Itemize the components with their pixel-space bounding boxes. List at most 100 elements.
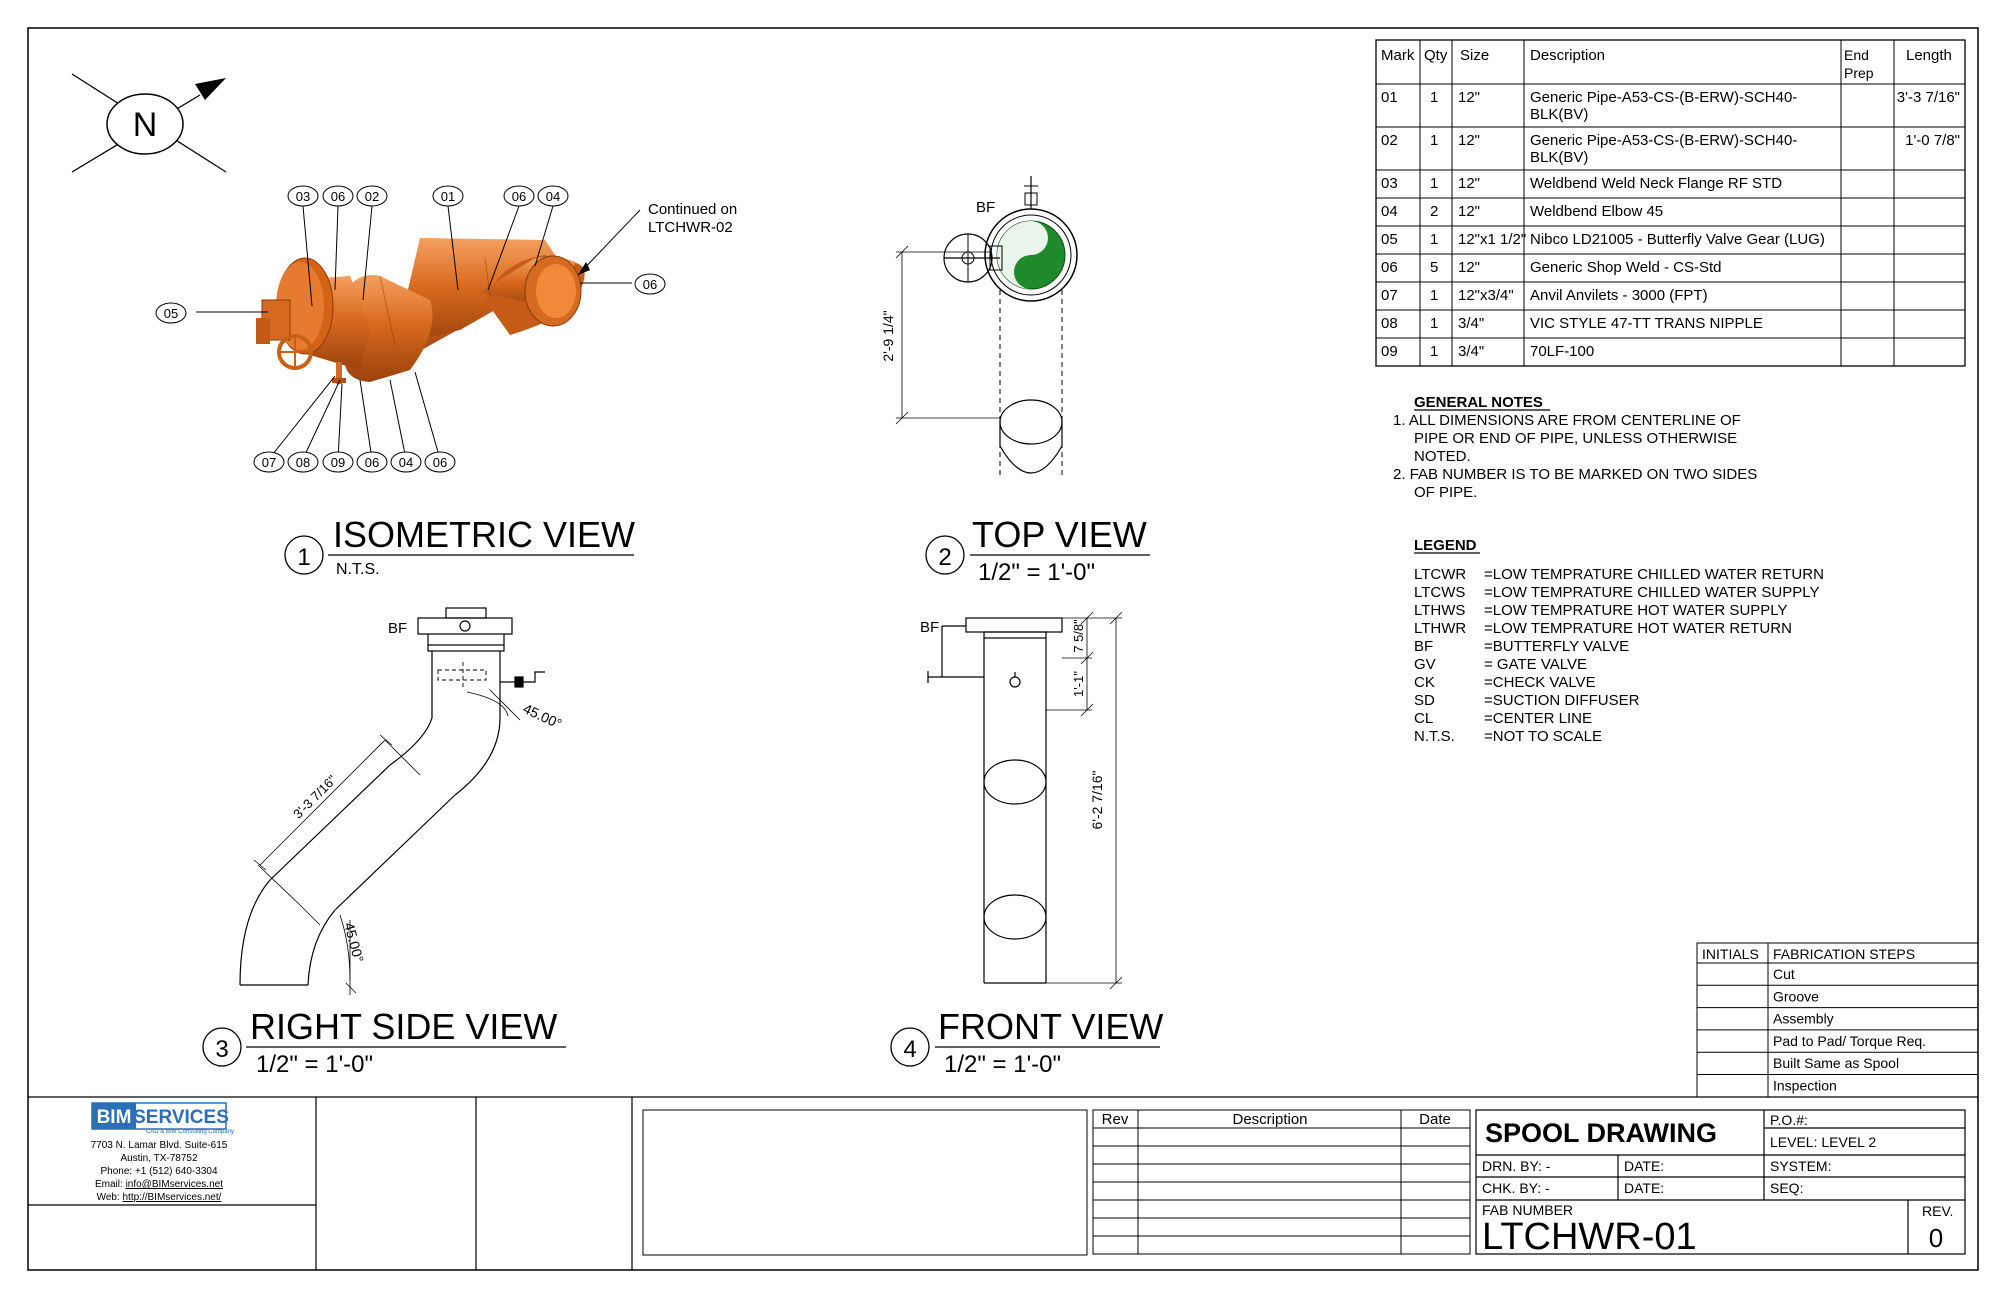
callout-right: 06 (643, 277, 657, 292)
bom-size: 3/4" (1458, 315, 1484, 332)
north-arrow: N (71, 73, 227, 173)
view-title-iso-text: ISOMETRIC VIEW (333, 514, 635, 555)
company-line-1: Austin, TX-78752 (120, 1153, 198, 1164)
view-scale-iso: N.T.S. (336, 561, 380, 578)
bom-qty: 1 (1430, 315, 1438, 332)
bom-mark: 09 (1381, 343, 1398, 360)
right-bf-label: BF (388, 620, 407, 637)
title-block (1475, 1109, 1966, 1255)
revision-table (1092, 1109, 1471, 1255)
bom-description: Generic Shop Weld - CS-Std (1530, 259, 1721, 276)
callout-bottom-0: 07 (262, 455, 276, 470)
front-view (927, 611, 1123, 990)
callout-top-0: 03 (296, 189, 310, 204)
front-bf-label: BF (920, 619, 939, 636)
bom-size: 12" (1458, 175, 1480, 192)
bom-size: 3/4" (1458, 343, 1484, 360)
bom-size: 12"x3/4" (1458, 287, 1514, 304)
company-email[interactable]: info@BIMservices.net (126, 1179, 224, 1190)
bom-length: 3'-3 7/16" (1897, 89, 1960, 106)
legend-def: =CENTER LINE (1484, 710, 1592, 727)
bom-qty: 2 (1430, 203, 1438, 220)
note-line-1: PIPE OR END OF PIPE, UNLESS OTHERWISE (1414, 430, 1737, 447)
web-label: Web: (97, 1192, 123, 1203)
callout-bottom-5: 06 (433, 455, 447, 470)
legend-def: =LOW TEMPRATURE CHILLED WATER SUPPLY (1484, 584, 1819, 601)
bom-description: Generic Pipe-A53-CS-(B-ERW)-SCH40- (1530, 89, 1797, 106)
rev-header-rev: Rev (1102, 1111, 1129, 1128)
title-block-title: SPOOL DRAWING (1485, 1118, 1717, 1148)
fab-header-steps: FABRICATION STEPS (1773, 946, 1915, 962)
callout-bottom-3: 06 (365, 455, 379, 470)
callout-top-1: 06 (331, 189, 345, 204)
title-block-drn: DRN. BY: - (1482, 1158, 1551, 1174)
iso-handwheel (277, 334, 313, 370)
logo-tagline: CAD & BIM Consulting Company (146, 1129, 234, 1135)
right-dim-angle1: 45.00° (521, 700, 565, 732)
company-web[interactable]: http://BIMservices.net/ (123, 1192, 222, 1203)
rev-label: REV. (1922, 1203, 1953, 1219)
legend-def: =CHECK VALVE (1484, 674, 1596, 691)
right-dim-length: 3'-3 7/16" (290, 772, 340, 822)
svg-text:3: 3 (215, 1036, 228, 1063)
top-bf-label: BF (976, 199, 995, 216)
bom-header-length: Length (1906, 47, 1952, 64)
view-title-right-text: RIGHT SIDE VIEW (250, 1006, 557, 1047)
view-title-right: 3 RIGHT SIDE VIEW 1/2" = 1'-0" (202, 1006, 566, 1078)
bom-qty: 1 (1430, 89, 1438, 106)
note-line-3: 2. FAB NUMBER IS TO BE MARKED ON TWO SID… (1393, 466, 1757, 483)
bom-description: Generic Pipe-A53-CS-(B-ERW)-SCH40- (1530, 132, 1797, 149)
bom-description: BLK(BV) (1530, 149, 1588, 166)
callout-bottom-1: 08 (296, 455, 310, 470)
title-block-po: P.O.#: (1770, 1112, 1808, 1128)
iso-callouts-top: 03 06 02 01 06 04 05 06 (155, 185, 666, 324)
view-scale-front: 1/2" = 1'-0" (944, 1051, 1061, 1078)
legend-def: =SUCTION DIFFUSER (1484, 692, 1640, 709)
bom-description: Weldbend Weld Neck Flange RF STD (1530, 175, 1782, 192)
sheet-border (27, 27, 1979, 1271)
bom-mark: 01 (1381, 89, 1398, 106)
legend-def: =LOW TEMPRATURE CHILLED WATER RETURN (1484, 566, 1824, 583)
legend-abbr: LTCWR (1414, 566, 1466, 583)
company-line-2: Phone: +1 (512) 640-3304 (100, 1166, 217, 1177)
note-line-0: 1. ALL DIMENSIONS ARE FROM CENTERLINE OF (1393, 412, 1741, 429)
title-block-system: SYSTEM: (1770, 1158, 1831, 1174)
isometric-view: 03 06 02 01 06 04 05 06 07 08 09 06 (155, 185, 737, 473)
callout-top-4: 06 (512, 189, 526, 204)
rev-header-description: Description (1232, 1111, 1307, 1128)
title-block-seq: SEQ: (1770, 1180, 1803, 1196)
svg-text:Prep: Prep (1844, 65, 1874, 81)
bom-size: 12" (1458, 132, 1480, 149)
title-block-chk: CHK. BY: - (1482, 1180, 1550, 1196)
fab-number: LTCHWR-01 (1482, 1216, 1697, 1258)
logo-text-a: BIM (97, 1107, 132, 1128)
legend-def: = GATE VALVE (1484, 656, 1587, 673)
svg-text:2: 2 (938, 544, 951, 571)
top-dim-height: 2'-9 1/4" (880, 310, 896, 361)
bom-description: Nibco LD21005 - Butterfly Valve Gear (LU… (1530, 231, 1825, 248)
bom-mark: 03 (1381, 175, 1398, 192)
view-scale-right: 1/2" = 1'-0" (256, 1051, 373, 1078)
title-block-date1: DATE: (1624, 1158, 1664, 1174)
callout-top-2: 02 (365, 189, 379, 204)
legend-def: =NOT TO SCALE (1484, 728, 1602, 745)
view-title-top: 2 TOP VIEW 1/2" = 1'-0" (925, 514, 1150, 586)
fab-step: Inspection (1773, 1078, 1837, 1094)
note-line-4: OF PIPE. (1414, 484, 1477, 501)
view-title-front: 4 FRONT VIEW 1/2" = 1'-0" (890, 1006, 1163, 1078)
rev-value: 0 (1929, 1223, 1943, 1253)
legend-abbr: CL (1414, 710, 1433, 727)
bom-header-mark: Mark (1381, 47, 1415, 64)
front-dim-3: 6'-2 7/16" (1089, 770, 1105, 829)
email-label: Email: (95, 1179, 126, 1190)
legend-abbr: SD (1414, 692, 1435, 709)
bom-rows: 01 1 12" Generic Pipe-A53-CS-(B-ERW)-SCH40-… (1381, 89, 1960, 360)
bom-mark: 02 (1381, 132, 1398, 149)
callout-bottom-2: 09 (331, 455, 345, 470)
bom-qty: 1 (1430, 343, 1438, 360)
